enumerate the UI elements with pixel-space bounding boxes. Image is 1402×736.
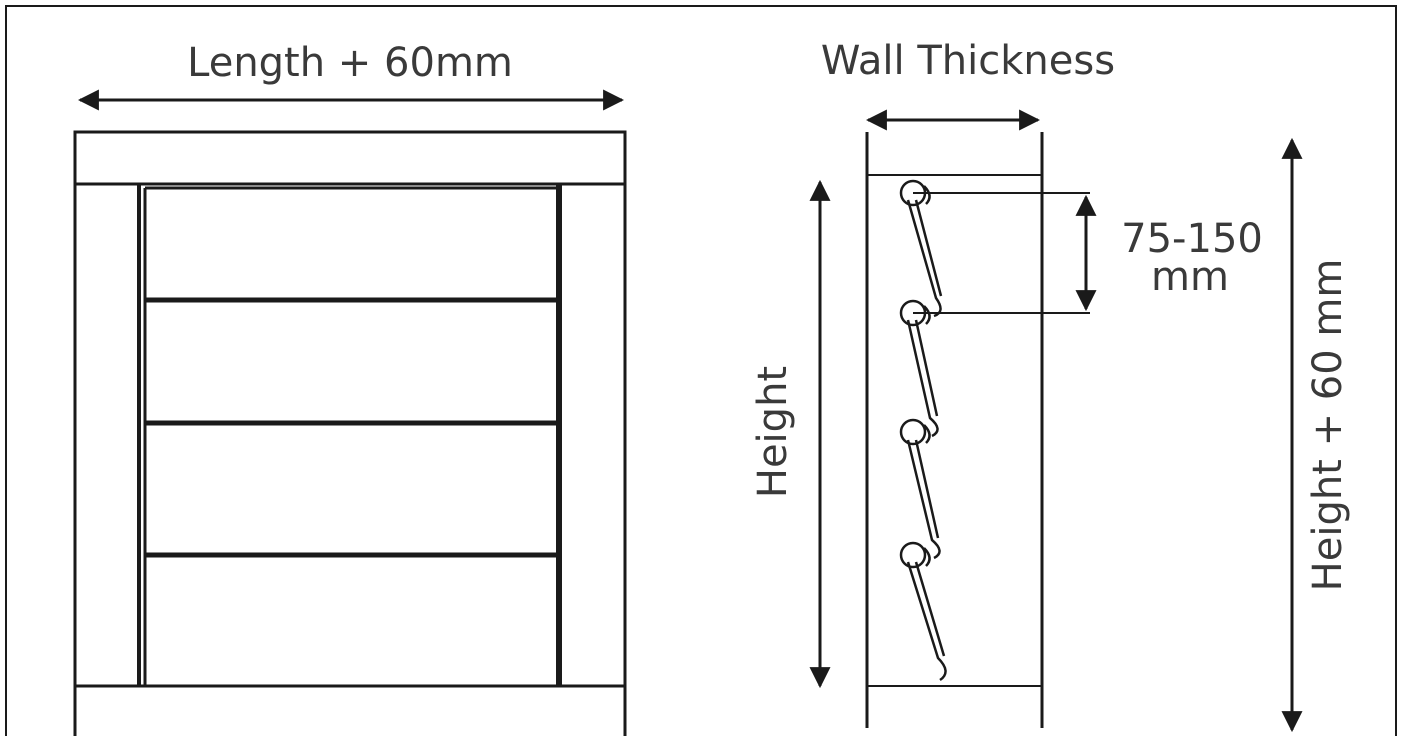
louvre-blade <box>906 439 941 560</box>
spacing-unit-label: mm <box>1151 254 1229 300</box>
overall-height-label: Height + 60 mm <box>1305 259 1351 592</box>
louvre-blade <box>906 561 947 682</box>
blade-pivot <box>899 418 927 446</box>
blade-pivot <box>899 541 927 569</box>
blade-hook <box>923 547 931 567</box>
front-outer-frame <box>73 130 627 736</box>
height-label: Height <box>750 366 796 498</box>
louvre-blade <box>906 199 943 318</box>
length-label: Length + 60mm <box>187 40 513 86</box>
outer-border <box>5 5 1397 736</box>
blade-hook <box>923 424 931 444</box>
louvre-blades <box>899 179 947 682</box>
front-view: Length + 60mm <box>73 40 627 736</box>
spacing-value-label: 75-150 <box>1121 216 1263 262</box>
louvre-blade <box>906 319 939 438</box>
side-view: Wall Thickness Height <box>750 38 1351 733</box>
blade-hook <box>923 305 931 325</box>
wall-thickness-label: Wall Thickness <box>821 38 1115 84</box>
blade-hook <box>923 185 931 205</box>
